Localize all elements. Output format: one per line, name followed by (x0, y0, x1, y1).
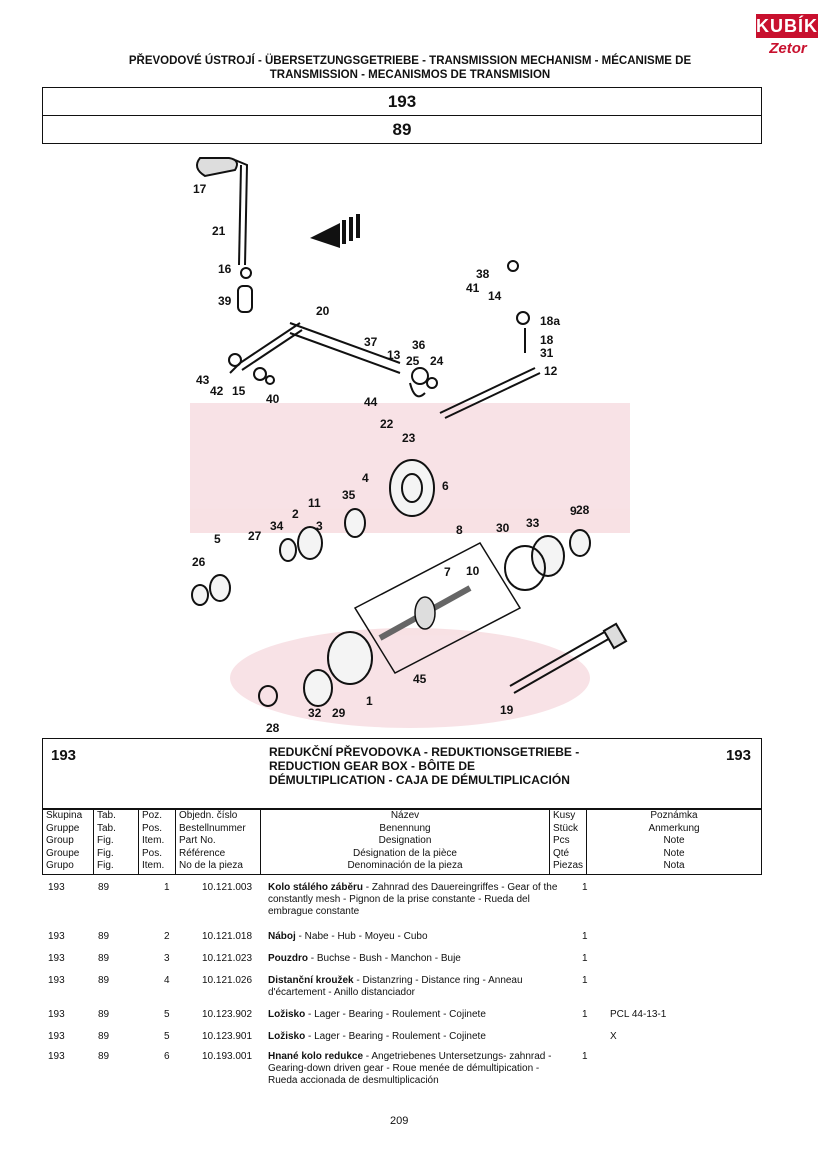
diagram-label: 34 (270, 519, 284, 533)
propeller-shaft (509, 622, 628, 694)
diagram-label: 13 (387, 348, 401, 362)
watermark (190, 403, 630, 728)
section-group-right: 193 (725, 747, 751, 764)
diagram-label: 40 (266, 392, 280, 406)
diagram-label: 26 (192, 555, 206, 569)
diagram-label: 45 (413, 672, 427, 686)
col-poz: Poz.Pos.Item.Pos.Item. (138, 808, 176, 875)
diagram-label: 22 (380, 417, 394, 431)
gear-lever (195, 157, 401, 385)
diagram-label: 29 (332, 706, 346, 720)
group-fig-box: 193 89 (42, 87, 762, 144)
page-title-line1: PŘEVODOVÉ ÚSTROJÍ - ÜBERSETZUNGSGETRIEBE… (128, 55, 692, 67)
output-shaft-box (353, 542, 522, 674)
diagram-label: 24 (430, 354, 444, 368)
diagram-label: 14 (488, 289, 502, 303)
section-title: REDUKČNÍ PŘEVODOVKA - REDUKTIONSGETRIEBE… (269, 745, 580, 787)
diagram-label: 31 (540, 346, 554, 360)
brand-logo: KUBÍK Zetor (756, 14, 818, 64)
direction-arrow (310, 214, 360, 248)
diagram-label: 18a (540, 314, 560, 328)
section-group-left: 193 (51, 747, 77, 764)
diagram-label: 17 (193, 182, 207, 196)
diagram-label: 18 (540, 333, 554, 347)
diagram-label: 28 (266, 721, 280, 735)
diagram-label: 23 (402, 431, 416, 445)
diagram-label: 21 (212, 224, 226, 238)
diagram-label: 25 (406, 354, 420, 368)
page-title: PŘEVODOVÉ ÚSTROJÍ - ÜBERSETZUNGSGETRIEBE… (60, 54, 760, 82)
diagram-label: 1 (366, 694, 373, 708)
col-tab: Tab.Tab.Fig.Fig.Fig. (93, 808, 139, 875)
logo-sub: Zetor (769, 40, 807, 57)
diagram-label: 2 (292, 507, 299, 521)
group-number: 193 (43, 88, 761, 116)
diagram-label: 6 (442, 479, 449, 493)
diagram-label: 27 (248, 529, 262, 543)
diagram-label: 9 (570, 504, 577, 518)
diagram-label: 42 (210, 384, 224, 398)
diagram-label: 15 (232, 384, 246, 398)
section-header: 193 REDUKČNÍ PŘEVODOVKA - REDUKTIONSGETR… (42, 738, 762, 810)
diagram-label: 12 (544, 364, 558, 378)
logo-brand: KUBÍK (756, 14, 818, 38)
diagram-label: 20 (316, 304, 330, 318)
diagram-label: 32 (308, 706, 322, 720)
diagram-label: 8 (456, 523, 463, 537)
diagram-label: 35 (342, 488, 356, 502)
diagram-label: 3 (316, 519, 323, 533)
diagram-labels: 17 21 16 39 20 37 13 36 25 24 43 42 15 4… (192, 182, 590, 735)
diagram-label: 37 (364, 335, 378, 349)
diagram-label: 19 (500, 703, 514, 717)
diagram-label: 44 (364, 395, 378, 409)
diagram-label: 10 (466, 564, 480, 578)
page-number: 209 (390, 1115, 409, 1127)
fig-number: 89 (392, 120, 412, 139)
exploded-diagram: 17 21 16 39 20 37 13 36 25 24 43 42 15 4… (190, 157, 630, 735)
diagram-label: 28 (576, 503, 590, 517)
gears (191, 459, 591, 707)
diagram-label: 41 (466, 281, 480, 295)
diagram-label: 7 (444, 565, 451, 579)
diagram-label: 36 (412, 338, 426, 352)
diagram-label: 16 (218, 262, 232, 276)
diagram-label: 38 (476, 267, 490, 281)
shift-rod (409, 260, 541, 419)
diagram-label: 39 (218, 294, 232, 308)
diagram-label: 33 (526, 516, 540, 530)
diagram-label: 4 (362, 471, 369, 485)
diagram-label: 5 (214, 532, 221, 546)
page-title-line2: TRANSMISSION - MECANISMOS DE TRANSMISION (269, 69, 551, 81)
diagram-label: 30 (496, 521, 510, 535)
diagram-label: 11 (308, 496, 321, 510)
diagram-label: 43 (196, 373, 210, 387)
